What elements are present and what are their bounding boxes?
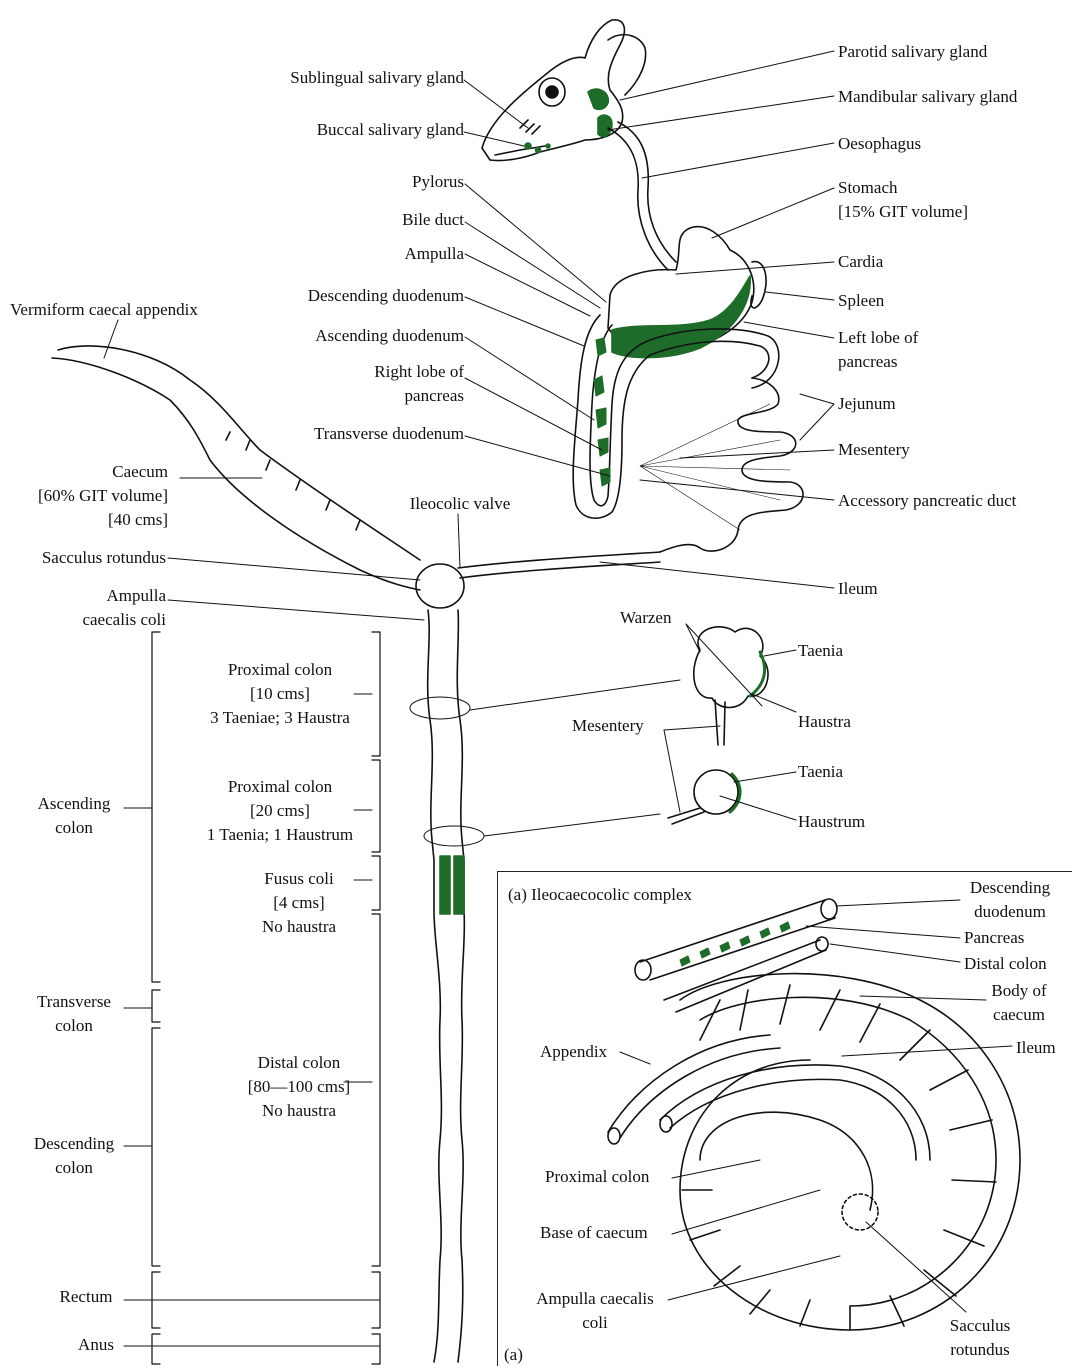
inset-label-body-caecum: Body of caecum: [966, 979, 1072, 1027]
oesophagus-tube: [608, 122, 676, 270]
inset-label-appendix: Appendix: [540, 1040, 607, 1064]
jejunum-coils: [660, 378, 803, 552]
label-mesentery-mid: Mesentery: [572, 714, 644, 738]
label-haustrum: Haustrum: [798, 810, 865, 834]
label-descending-duodenum: Descending duodenum: [240, 284, 464, 308]
label-oesophagus: Oesophagus: [838, 132, 921, 156]
label-haustra: Haustra: [798, 710, 851, 734]
label-distal-colon: Distal colon [80—100 cms] No haustra: [224, 1051, 374, 1123]
label-descending-colon: Descending colon: [14, 1132, 134, 1180]
label-taenia-2: Taenia: [798, 760, 843, 784]
inset-label-base-caecum: Base of caecum: [540, 1221, 648, 1245]
region-brackets: [152, 632, 380, 1364]
sacculus-rotundus-shape: [416, 564, 464, 608]
label-ascending-duodenum: Ascending duodenum: [240, 324, 464, 348]
inset-label-proximal-colon: Proximal colon: [545, 1165, 649, 1189]
inset-corner-label: (a): [504, 1343, 523, 1367]
inset-label-descending-duodenum: Descending duodenum: [950, 876, 1070, 924]
inset-title: (a) Ileocaecocolic complex: [508, 883, 692, 907]
label-spleen: Spleen: [838, 289, 884, 313]
inset-label-ampulla: Ampulla caecalis coli: [520, 1287, 670, 1335]
label-vermiform-appendix: Vermiform caecal appendix: [10, 298, 198, 322]
label-ileocolic-valve: Ileocolic valve: [380, 492, 540, 516]
rabbit-head: [482, 20, 646, 161]
label-cardia: Cardia: [838, 250, 883, 274]
label-rectum: Rectum: [26, 1285, 146, 1309]
right-pancreas: [594, 338, 610, 486]
label-caecum: Caecum [60% GIT volume] [40 cms]: [0, 460, 168, 532]
label-stomach: Stomach [15% GIT volume]: [838, 176, 968, 224]
label-pylorus: Pylorus: [300, 170, 464, 194]
colon-column: [410, 610, 484, 1362]
label-proximal-colon-1: Proximal colon [10 cms] 3 Taeniae; 3 Hau…: [168, 658, 392, 730]
label-taenia-1: Taenia: [798, 639, 843, 663]
label-mesentery-top: Mesentery: [838, 438, 910, 462]
label-right-lobe-pancreas: Right lobe of pancreas: [300, 360, 464, 408]
inset-label-ileum: Ileum: [1016, 1036, 1056, 1060]
label-jejunum: Jejunum: [838, 392, 896, 416]
label-sacculus-rotundus: Sacculus rotundus: [0, 546, 166, 570]
inset-label-pancreas: Pancreas: [964, 926, 1024, 950]
cross-section-1-taenia: [668, 770, 740, 824]
label-proximal-colon-2: Proximal colon [20 cms] 1 Taenia; 1 Haus…: [168, 775, 392, 847]
label-buccal: Buccal salivary gland: [220, 118, 464, 142]
inset-label-sacculus: Sacculus rotundus: [930, 1314, 1030, 1362]
label-ampulla: Ampulla: [300, 242, 464, 266]
label-anus: Anus: [36, 1333, 156, 1357]
label-parotid: Parotid salivary gland: [838, 40, 987, 64]
label-ascending-colon: Ascending colon: [14, 792, 134, 840]
inset-label-distal-colon: Distal colon: [964, 952, 1047, 976]
label-ampulla-caecalis-coli: Ampulla caecalis coli: [0, 584, 166, 632]
label-mandibular: Mandibular salivary gland: [838, 85, 1017, 109]
label-ileum: Ileum: [838, 577, 878, 601]
label-warzen: Warzen: [620, 606, 671, 630]
label-transverse-duodenum: Transverse duodenum: [240, 422, 464, 446]
label-transverse-colon: Transverse colon: [14, 990, 134, 1038]
label-fusus-coli: Fusus coli [4 cms] No haustra: [224, 867, 374, 939]
salivary-glands: [525, 89, 612, 152]
label-accessory-pancreatic-duct: Accessory pancreatic duct: [838, 489, 1016, 513]
label-bile-duct: Bile duct: [300, 208, 464, 232]
label-sublingual: Sublingual salivary gland: [220, 66, 464, 90]
label-left-lobe-pancreas: Left lobe of pancreas: [838, 326, 918, 374]
